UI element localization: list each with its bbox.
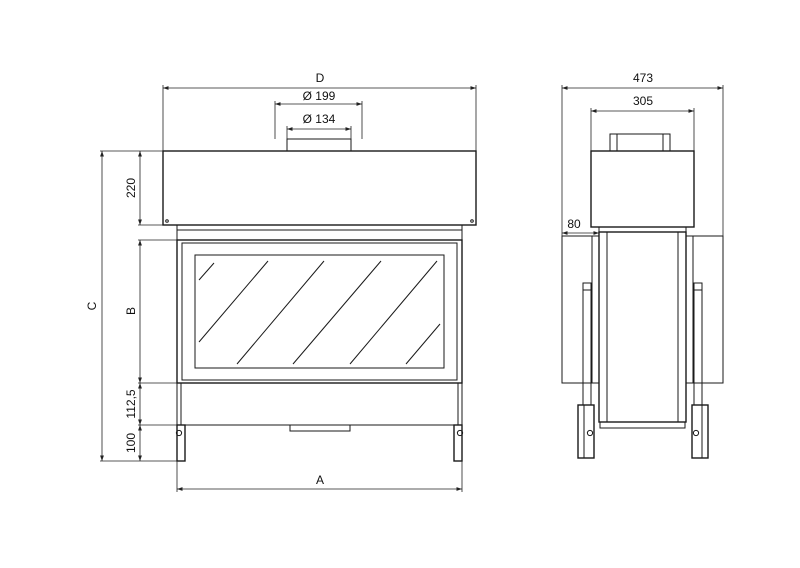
side-hood <box>590 150 695 228</box>
dim-flue-outer: Ø 199 <box>303 89 336 103</box>
dim-leg-height: 100 <box>124 433 138 453</box>
ash-drawer <box>289 424 351 432</box>
side-dimensions: 473 305 80 <box>561 71 724 236</box>
side-inner-panel <box>606 231 679 423</box>
side-ash-pan <box>599 421 686 429</box>
side-handle-right <box>693 282 703 384</box>
front-hood <box>162 150 477 226</box>
side-panel-right <box>685 235 724 384</box>
flue-collar <box>286 138 352 152</box>
dim-flue-inner: Ø 134 <box>303 112 336 126</box>
dim-hood-depth: 305 <box>633 94 653 108</box>
glass-door-frame <box>181 242 458 381</box>
front-leg-right <box>453 424 463 462</box>
dim-B: B <box>124 307 138 315</box>
side-panel-left <box>561 235 600 384</box>
firebox-frame <box>176 239 463 384</box>
side-leg-right <box>691 404 709 459</box>
front-dimensions: D Ø 199 Ø 134 C 220 B 112,5 100 <box>85 71 477 492</box>
side-flue-collar <box>609 133 671 152</box>
side-body <box>598 231 687 423</box>
base-plinth <box>176 382 463 426</box>
glass-reflection <box>198 260 441 365</box>
dim-overall-depth: 473 <box>633 71 653 85</box>
dim-hood-height: 220 <box>124 178 138 198</box>
dim-base-height: 112,5 <box>124 389 138 418</box>
dim-A: A <box>316 473 324 487</box>
dim-side-offset: 80 <box>567 217 581 231</box>
dim-D: D <box>316 71 325 85</box>
front-view <box>162 138 477 462</box>
side-handle-left <box>582 282 592 384</box>
front-leg-left <box>176 424 186 462</box>
side-view <box>561 133 724 459</box>
side-leg-left <box>577 404 595 459</box>
glass-panel <box>194 254 445 369</box>
dim-C: C <box>85 301 99 310</box>
